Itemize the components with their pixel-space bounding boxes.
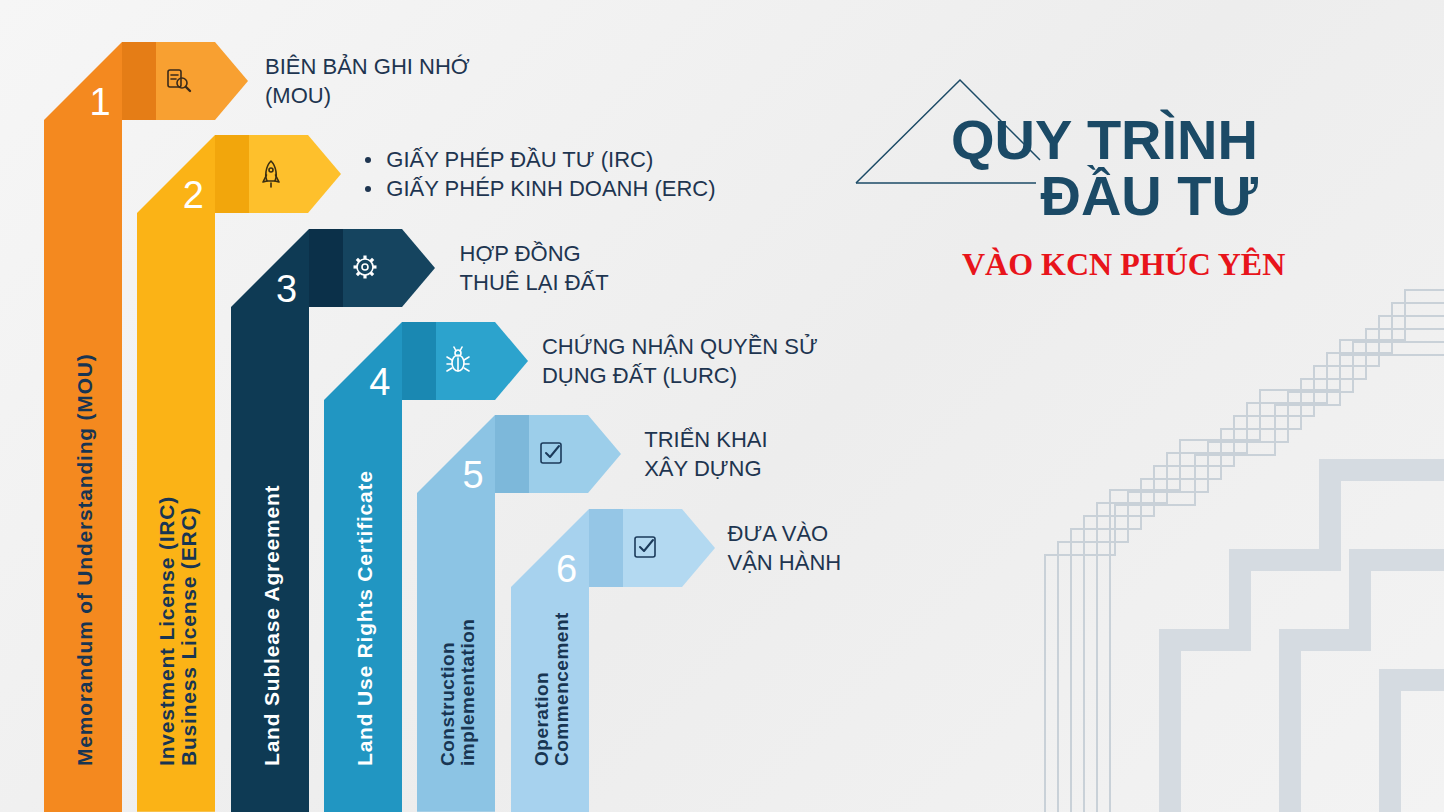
step-label-vi: ĐƯA VÀO VẬN HÀNH	[728, 519, 868, 577]
step-icon	[447, 347, 469, 371]
tab-fold	[215, 135, 249, 213]
stair-line	[1084, 316, 1444, 812]
band-tab	[589, 509, 715, 587]
band-strip	[324, 322, 402, 812]
stair-band	[1390, 680, 1444, 812]
step-label-vi: HỢP ĐỒNG THUÊ LẠI ĐẤT	[460, 239, 642, 297]
stair-band	[1290, 560, 1444, 812]
step-label-vi: BIÊN BẢN GHI NHỚ (MOU)	[265, 52, 510, 110]
slide-title: QUY TRÌNH ĐẦU TƯ	[928, 112, 1258, 224]
step-number: 5	[463, 455, 484, 495]
step-icon	[168, 70, 190, 91]
subtitle-label: VÀO KCN PHÚC YÊN	[962, 244, 1285, 284]
tab-fold	[122, 42, 156, 120]
tab-fold	[589, 509, 623, 587]
tab-fold	[309, 229, 343, 307]
step-icon	[635, 537, 655, 557]
band-strip	[44, 42, 122, 812]
stair-line	[1058, 342, 1444, 812]
band-shape	[511, 509, 719, 812]
band-tab	[495, 415, 621, 493]
step-label-en: Land Sublease Agreement	[261, 346, 283, 766]
step-label-en: Operation Commencement	[532, 594, 572, 766]
step-label-en: Construction implementation	[438, 566, 478, 766]
step-label-en: Investment License (IRC) Business Licens…	[156, 456, 200, 766]
step-label-vi: GIẤY PHÉP ĐẦU TƯ (IRC)	[363, 145, 715, 174]
band-strip	[231, 229, 309, 812]
stair-bands	[1170, 470, 1444, 812]
band-tab	[402, 322, 528, 400]
step-number: 3	[276, 269, 297, 309]
stair-band	[1170, 470, 1444, 812]
step-number: 6	[556, 549, 577, 589]
step-label-vi: TRIỂN KHAI XÂY DỰNG	[644, 425, 804, 483]
band-tab	[122, 42, 248, 120]
stair-line	[1071, 329, 1444, 812]
band-strip	[417, 415, 495, 812]
step-number: 1	[89, 82, 110, 122]
step-number: 2	[183, 175, 204, 215]
step-number: 4	[369, 362, 390, 402]
stair-line	[1097, 303, 1444, 812]
band-tab	[309, 229, 435, 307]
step-label-en: Land Use Rights Certificate	[354, 426, 376, 766]
step-label-en: Memorandum of Understanding (MOU)	[74, 166, 96, 766]
stair-line	[1045, 355, 1444, 812]
band-strip	[511, 509, 589, 812]
step-band: 6Operation CommencementĐƯA VÀO VẬN HÀNH	[511, 509, 715, 812]
band-tab	[215, 135, 341, 213]
step-icon	[541, 443, 561, 463]
stair-line	[1110, 290, 1444, 812]
step-icon	[353, 255, 376, 278]
step-icon	[263, 161, 279, 187]
tab-fold	[495, 415, 529, 493]
band-strip	[137, 135, 215, 812]
tab-fold	[402, 322, 436, 400]
stair-lines	[1045, 290, 1444, 812]
step-label-vi: CHỨNG NHẬN QUYỀN SỬ DỤNG ĐẤT (LURC)	[542, 332, 827, 390]
roof-base	[856, 182, 1036, 184]
step-label-vi: GIẤY PHÉP KINH DOANH (ERC)	[363, 174, 715, 203]
